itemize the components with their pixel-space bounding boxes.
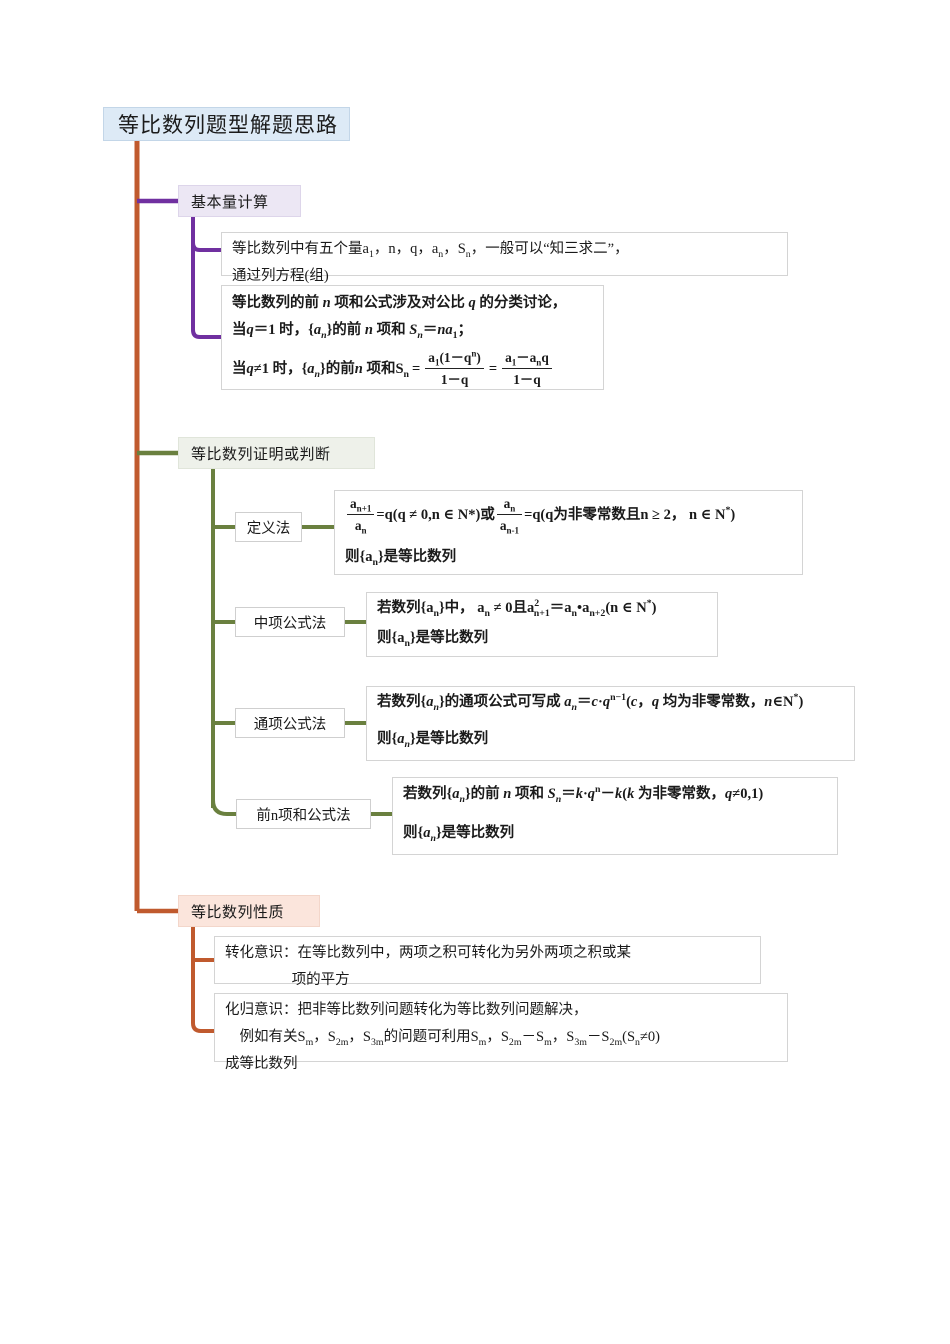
root-node[interactable]: 等比数列题型解题思路	[103, 107, 350, 141]
middle-term-method-line2: 则{an}是等比数列	[377, 630, 489, 649]
branch-node-properties[interactable]: 等比数列性质	[178, 895, 320, 927]
leaf-transformation-awareness: 转化意识：在等比数列中，两项之积可转化为另外两项之积或某 项的平方	[214, 936, 761, 988]
leaf-five-quantities-line2: 通过列方程(组)	[232, 268, 329, 285]
transformation-line1: 转化意识：在等比数列中，两项之积可转化为另外两项之积或某	[225, 945, 631, 961]
sub-node-partial-sum-method[interactable]: 前n项和公式法	[236, 799, 371, 829]
partial-sum-method-line1: 若数列{an}的前 n 项和 Sn＝k·qn－k(k 为非零常数，q≠0,1)	[403, 784, 764, 805]
sub-node-definition-method[interactable]: 定义法	[235, 512, 302, 542]
reduction-line3: 成等比数列	[225, 1056, 298, 1073]
leaf-sum-formula: 等比数列的前 n 项和公式涉及对公比 q 的分类讨论， 当q＝1 时，{an}的…	[221, 285, 604, 390]
definition-method-line2: 则{an}是等比数列	[345, 548, 457, 568]
sub-node-label-middle-term-method: 中项公式法	[253, 615, 327, 632]
branch-label-basic-quantity: 基本量计算	[191, 194, 269, 211]
leaf-reduction-awareness: 化归意识：把非等比数列问题转化为等比数列问题解决， 例如有关Sm，S2m，S3m…	[214, 993, 788, 1072]
sub-node-general-term-method[interactable]: 通项公式法	[235, 708, 345, 738]
sub-node-label-general-term-method: 通项公式法	[253, 716, 327, 733]
sum-formula-line1: 等比数列的前 n 项和公式涉及对公比 q 的分类讨论，	[232, 295, 567, 311]
general-term-method-line2: 则{an}是等比数列	[377, 731, 489, 750]
transformation-line2: 项的平方	[291, 972, 350, 989]
leaf-middle-term-method: 若数列{an}中， an ≠ 0且a2n+1＝an•an+2(n ∈ N*) 则…	[366, 592, 718, 657]
leaf-partial-sum-method: 若数列{an}的前 n 项和 Sn＝k·qn－k(k 为非零常数，q≠0,1) …	[392, 777, 838, 855]
reduction-line2: 例如有关Sm，S2m，S3m的问题可利用Sm，S2m－Sm，S3m－S2m(Sn…	[239, 1029, 660, 1048]
branch-node-proof-or-judgment[interactable]: 等比数列证明或判断	[178, 437, 375, 469]
middle-term-method-line1: 若数列{an}中， an ≠ 0且a2n+1＝an•an+2(n ∈ N*)	[377, 598, 657, 619]
partial-sum-method-line2: 则{an}是等比数列	[403, 825, 515, 844]
leaf-five-quantities-line1: 等比数列中有五个量a1，n，q，an，Sn，一般可以“知三求二”，	[232, 241, 629, 260]
leaf-general-term-method: 若数列{an}的通项公式可写成 an＝c·qn−1(c，q 均为非零常数，n∈N…	[366, 686, 855, 761]
sub-node-middle-term-method[interactable]: 中项公式法	[235, 607, 345, 637]
branch-label-proof-or-judgment: 等比数列证明或判断	[191, 446, 331, 463]
branch-node-basic-quantity[interactable]: 基本量计算	[178, 185, 301, 217]
reduction-line1: 化归意识：把非等比数列问题转化为等比数列问题解决，	[225, 1002, 588, 1018]
sub-node-label-partial-sum-method: 前n项和公式法	[256, 807, 351, 824]
branch-label-properties: 等比数列性质	[191, 904, 285, 921]
root-label: 等比数列题型解题思路	[118, 113, 338, 137]
general-term-method-line1: 若数列{an}的通项公式可写成 an＝c·qn−1(c，q 均为非零常数，n∈N…	[377, 692, 804, 713]
sub-node-label-definition-method: 定义法	[246, 520, 291, 537]
sum-formula-line2: 当q＝1 时，{an}的前 n 项和 Sn＝na1；	[232, 322, 473, 341]
leaf-five-quantities: 等比数列中有五个量a1，n，q，an，Sn，一般可以“知三求二”， 通过列方程(…	[221, 232, 788, 284]
